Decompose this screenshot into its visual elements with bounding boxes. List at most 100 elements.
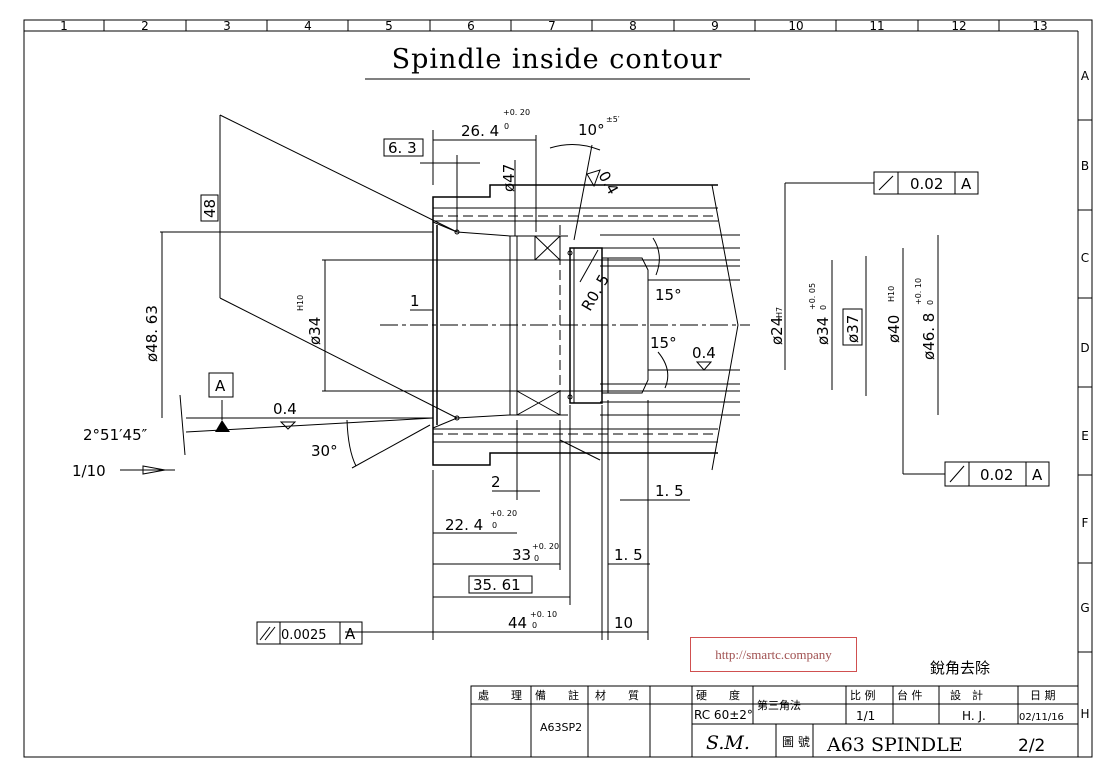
ruler-col: 8 bbox=[629, 19, 637, 33]
tolerance-value: 0.0025 bbox=[281, 628, 327, 643]
ruler-col: 12 bbox=[951, 19, 966, 33]
drawing-title: Spindle inside contour bbox=[392, 44, 723, 75]
ruler-row: C bbox=[1081, 251, 1089, 265]
dim-1: 1 bbox=[410, 292, 420, 310]
ruler-col: 3 bbox=[223, 19, 231, 33]
tolerance-datum: A bbox=[1032, 466, 1043, 484]
dia-34-h10-tol: H10 bbox=[296, 295, 305, 311]
dim-2: 2 bbox=[491, 473, 501, 491]
ruler-col: 7 bbox=[548, 19, 556, 33]
title-block: 處 理 備 註 材 質 硬 度 第三角法 比 例 台 件 設 計 日 期 A63… bbox=[470, 685, 1079, 758]
header-hardness: 硬 度 bbox=[696, 688, 740, 702]
dia-24-tol: H7 bbox=[775, 307, 784, 318]
dia-34-tol-up: +0. 05 bbox=[808, 283, 817, 310]
dim-22-4-tol-up: +0. 20 bbox=[490, 509, 517, 518]
dim-44-tol-low: 0 bbox=[532, 621, 537, 630]
runout-icon bbox=[949, 465, 965, 483]
tolerance-datum: A bbox=[345, 625, 356, 643]
ruler-row: G bbox=[1080, 601, 1089, 615]
ruler-col: 11 bbox=[869, 19, 884, 33]
designer-value: H. J. bbox=[962, 709, 986, 723]
ruler-col: 6 bbox=[467, 19, 475, 33]
ruler-row: E bbox=[1081, 429, 1089, 443]
angle-30: 30° bbox=[311, 442, 338, 460]
ruler-labels: 1 2 3 4 5 6 7 8 9 10 11 12 13 A B C D E … bbox=[60, 19, 1090, 721]
runout-icon bbox=[878, 175, 894, 191]
dim-22-4-tol-low: 0 bbox=[492, 521, 497, 530]
header-date: 日 期 bbox=[1030, 689, 1056, 702]
date-value: 02/11/16 bbox=[1019, 712, 1064, 723]
dim-33: 33 bbox=[512, 546, 531, 564]
dim-1-5-a: 1. 5 bbox=[655, 482, 684, 500]
dim-1-5-b: 1. 5 bbox=[614, 546, 643, 564]
ruler-row: H bbox=[1080, 707, 1089, 721]
parallelism-icon bbox=[259, 626, 276, 641]
angle-10: 10° bbox=[578, 121, 605, 139]
basic-dim-box bbox=[842, 308, 863, 346]
dim-10: 10 bbox=[614, 614, 633, 632]
dia-48-63: ø48. 63 bbox=[143, 305, 161, 362]
dia-34-tol-low: 0 bbox=[819, 305, 828, 310]
dim-44: 44 bbox=[508, 614, 527, 632]
header-material: 材 質 bbox=[595, 688, 639, 702]
basic-dim-box bbox=[383, 138, 424, 157]
dim-26-4-tol-low: 0 bbox=[504, 122, 509, 131]
taper-angle: 2°51′45″ bbox=[83, 426, 148, 444]
dim-35-61: 35. 61 bbox=[473, 576, 521, 594]
angle-15-top: 15° bbox=[655, 286, 682, 304]
ruler-row: D bbox=[1080, 341, 1089, 355]
ruler-row: F bbox=[1082, 516, 1089, 530]
ruler-row: B bbox=[1081, 159, 1089, 173]
dia-47: ø47 bbox=[500, 164, 518, 192]
ruler-col: 10 bbox=[788, 19, 803, 33]
watermark-url: http://smartc.company bbox=[690, 637, 857, 672]
taper-ratio: 1/10 bbox=[72, 462, 106, 480]
angle-10-tol: ±5′ bbox=[606, 115, 620, 124]
dia-40: ø40 bbox=[885, 315, 903, 343]
tolerance-value: 0.02 bbox=[980, 466, 1013, 484]
header-quantity: 台 件 bbox=[897, 688, 923, 702]
deburr-note: 銳角去除 bbox=[930, 659, 990, 677]
dim-22-4: 22. 4 bbox=[445, 516, 483, 534]
ruler-col: 5 bbox=[385, 19, 393, 33]
ruler-col: 2 bbox=[141, 19, 149, 33]
runout-frame-bottom: 0.02 A bbox=[944, 461, 1050, 487]
dim-33-tol-low: 0 bbox=[534, 554, 539, 563]
basic-dim-box bbox=[468, 575, 533, 594]
dia-40-tol: H10 bbox=[887, 286, 896, 302]
header-scale: 比 例 bbox=[850, 688, 876, 702]
ruler-col: 9 bbox=[711, 19, 719, 33]
dim-44-tol-up: +0. 10 bbox=[530, 610, 557, 619]
tolerance-value: 0.02 bbox=[910, 175, 943, 193]
dia-24: ø24 bbox=[768, 317, 786, 345]
hardness-value: RC 60±2° bbox=[694, 708, 753, 722]
ruler-row: A bbox=[1081, 69, 1090, 83]
drawing-number: A63 SPINDLE bbox=[826, 734, 963, 756]
spindle-section bbox=[120, 114, 945, 640]
header-drawing-number: 圖 號 bbox=[782, 735, 810, 749]
dia-34: ø34 bbox=[814, 317, 832, 345]
dim-6-3: 6. 3 bbox=[388, 139, 417, 157]
dia-46-8: ø46. 8 bbox=[920, 313, 938, 360]
angle-15-bottom: 15° bbox=[650, 334, 677, 352]
parallelism-frame: 0.0025 A bbox=[256, 621, 363, 645]
ruler-col: 4 bbox=[304, 19, 312, 33]
sheet-number: 2/2 bbox=[1018, 736, 1045, 756]
roughness-0-4-left: 0.4 bbox=[273, 400, 297, 418]
dia-46-8-tol-low: 0 bbox=[926, 300, 935, 305]
dim-33-tol-up: +0. 20 bbox=[532, 542, 559, 551]
dim-48: 48 bbox=[201, 199, 219, 218]
roughness-0-4-mid: 0.4 bbox=[692, 344, 716, 362]
dia-37: ø37 bbox=[844, 315, 862, 343]
header-designer: 設 計 bbox=[950, 688, 983, 702]
projection-method: 第三角法 bbox=[757, 698, 801, 712]
drawing-frame bbox=[23, 19, 1093, 758]
dim-26-4: 26. 4 bbox=[461, 122, 499, 140]
runout-frame-top: 0.02 A bbox=[873, 171, 979, 195]
datum-a: A bbox=[215, 377, 226, 395]
remark-value: A63SP2 bbox=[540, 721, 582, 734]
dia-34-h10: ø34 bbox=[306, 317, 324, 345]
tolerance-datum: A bbox=[961, 175, 972, 193]
